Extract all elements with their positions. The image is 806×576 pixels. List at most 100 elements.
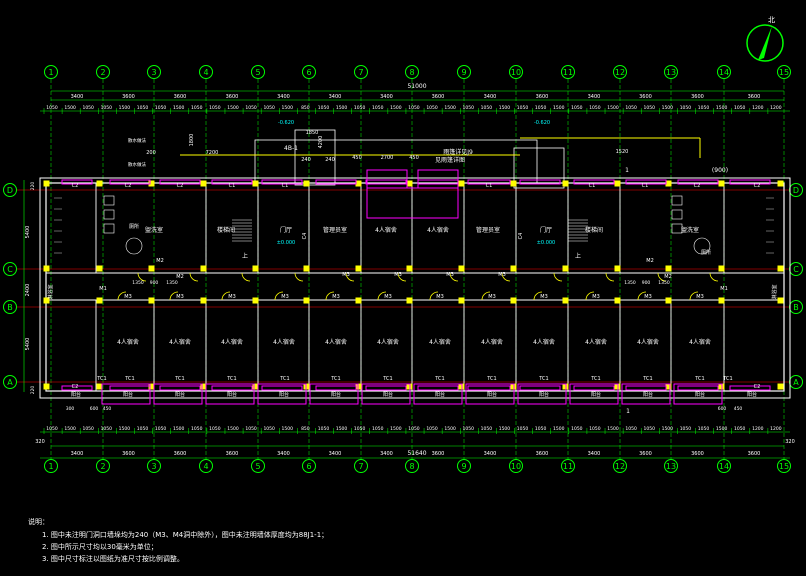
door-tag-m3: M3: [394, 272, 402, 278]
dim-bay-bottom: 3600: [536, 451, 549, 457]
dim-bay-bottom: 3400: [588, 451, 601, 457]
door-arc-upper: [449, 272, 459, 282]
outer-wall-outer: [39, 177, 791, 399]
structural-column: [252, 297, 259, 304]
balcony-label: 阳台: [747, 391, 757, 398]
window-south: [211, 385, 253, 391]
round-fixture: [125, 237, 143, 255]
dim-bay-top: 3400: [588, 94, 601, 100]
door-arc-lower: [585, 291, 595, 301]
window-south: [417, 385, 459, 391]
entrance-block: [254, 139, 538, 184]
door-arc-lower: [637, 291, 647, 301]
window-tag-south: TC1: [330, 376, 340, 382]
structural-column: [148, 297, 155, 304]
dim-overall-bottom: 51640: [407, 450, 426, 457]
dim-1520: 1520: [616, 149, 629, 155]
toilet-fixture: [103, 223, 115, 234]
north-arrow: 北: [746, 16, 784, 62]
balcony-label: 阳台: [539, 391, 549, 398]
window-north: [61, 179, 93, 185]
north-arrow-needle: [758, 26, 772, 60]
axis-label-bottom: 9: [461, 462, 466, 471]
door-arc-lower: [117, 291, 127, 301]
structural-column: [777, 383, 784, 390]
dim-sub-top: 1050: [535, 105, 547, 111]
axis-bubble-top: [199, 65, 213, 79]
dim-200: 200: [146, 150, 156, 156]
note-line-1: 1. 图中未注明门洞口墙垛均为240（M3、M4洞中除外），图中未注明墙体厚度均…: [42, 530, 328, 539]
dim-left-small-bottom: 220: [30, 386, 36, 395]
room-label-lower: 4人宿舍: [169, 338, 191, 346]
dim-sub-bottom: 1050: [101, 426, 113, 432]
dim-edge-left: 320: [35, 439, 45, 445]
window-tag-north: C2: [72, 183, 79, 189]
window-north: [365, 179, 407, 185]
window-south: [109, 385, 151, 391]
dim-extra-bottom: 450: [734, 406, 743, 412]
balcony-label: 阳台: [123, 391, 133, 398]
balcony-outline: [621, 383, 671, 405]
door-arc-upper: [137, 272, 147, 282]
note-b: 散水做法: [128, 161, 146, 168]
structural-column: [303, 265, 310, 272]
balcony-outline: [465, 383, 515, 405]
dim-sub-bottom: 1050: [82, 426, 94, 432]
dim-sub-top: 1500: [716, 105, 728, 111]
dim-overall-top: 51000: [407, 83, 426, 90]
structural-column: [665, 297, 672, 304]
door-tag-m3: M3: [592, 294, 600, 300]
dim-extra-bottom: 300: [66, 406, 75, 412]
structural-column: [406, 265, 413, 272]
dim-240b: 240: [325, 157, 335, 163]
dim-sub-top: 1050: [155, 105, 167, 111]
window-north: [519, 179, 561, 185]
door-tag-m3: M3: [436, 294, 444, 300]
axis-bubble-top: [664, 65, 678, 79]
structural-column: [43, 265, 50, 272]
structural-column: [148, 265, 155, 272]
window-tag-north: C1: [589, 183, 596, 189]
dim-1800: 1800: [189, 134, 195, 147]
door-arc-lower: [377, 291, 387, 301]
dim-sub-bottom: 1500: [444, 426, 456, 432]
axis-bubble-bottom: [613, 459, 627, 473]
axis-label-bottom: 5: [255, 462, 260, 471]
door-arc-upper: [657, 272, 667, 282]
axis-bubble-left: [3, 375, 17, 389]
axis-bubble-left: [3, 300, 17, 314]
dim-sub-bottom: 1050: [46, 426, 58, 432]
dim-sub-top: 1500: [119, 105, 131, 111]
structural-column: [718, 180, 725, 187]
dim-sub-bottom: 1500: [716, 426, 728, 432]
axis-bubble-top: [147, 65, 161, 79]
structural-column: [510, 265, 517, 272]
entrance-porch: [366, 187, 459, 219]
window-tag-south: TC1: [226, 376, 236, 382]
dim-edge-right: 320: [785, 439, 795, 445]
small-dim-right: 900: [642, 280, 651, 286]
dim-sub-top: 1500: [173, 105, 185, 111]
axis-bubble-left: [3, 183, 17, 197]
axis-bubble-bottom: [44, 459, 58, 473]
dim-left-3: 5400: [25, 338, 31, 351]
window-south: [315, 385, 357, 391]
door-tag-m3: M3: [228, 294, 236, 300]
door-tag-m3: M3: [124, 294, 132, 300]
stair-entry-left: [294, 129, 336, 186]
dim-sub-bottom: 1500: [64, 426, 76, 432]
structural-column: [43, 180, 50, 187]
balcony-outline: [517, 383, 567, 405]
axis-bubble-bottom: [96, 459, 110, 473]
window-south: [573, 385, 615, 391]
structural-column: [96, 383, 103, 390]
window-south: [159, 385, 201, 391]
door-arc-upper: [709, 272, 719, 282]
window-tag-south: TC1: [642, 376, 652, 382]
lobby-elev-right: ±0.000: [537, 240, 556, 246]
dim-bay-top: 3600: [536, 94, 549, 100]
room-label-lower: 4人宿舍: [585, 338, 607, 346]
axis-label-right: B: [793, 303, 799, 312]
balcony-outline: [205, 383, 255, 405]
